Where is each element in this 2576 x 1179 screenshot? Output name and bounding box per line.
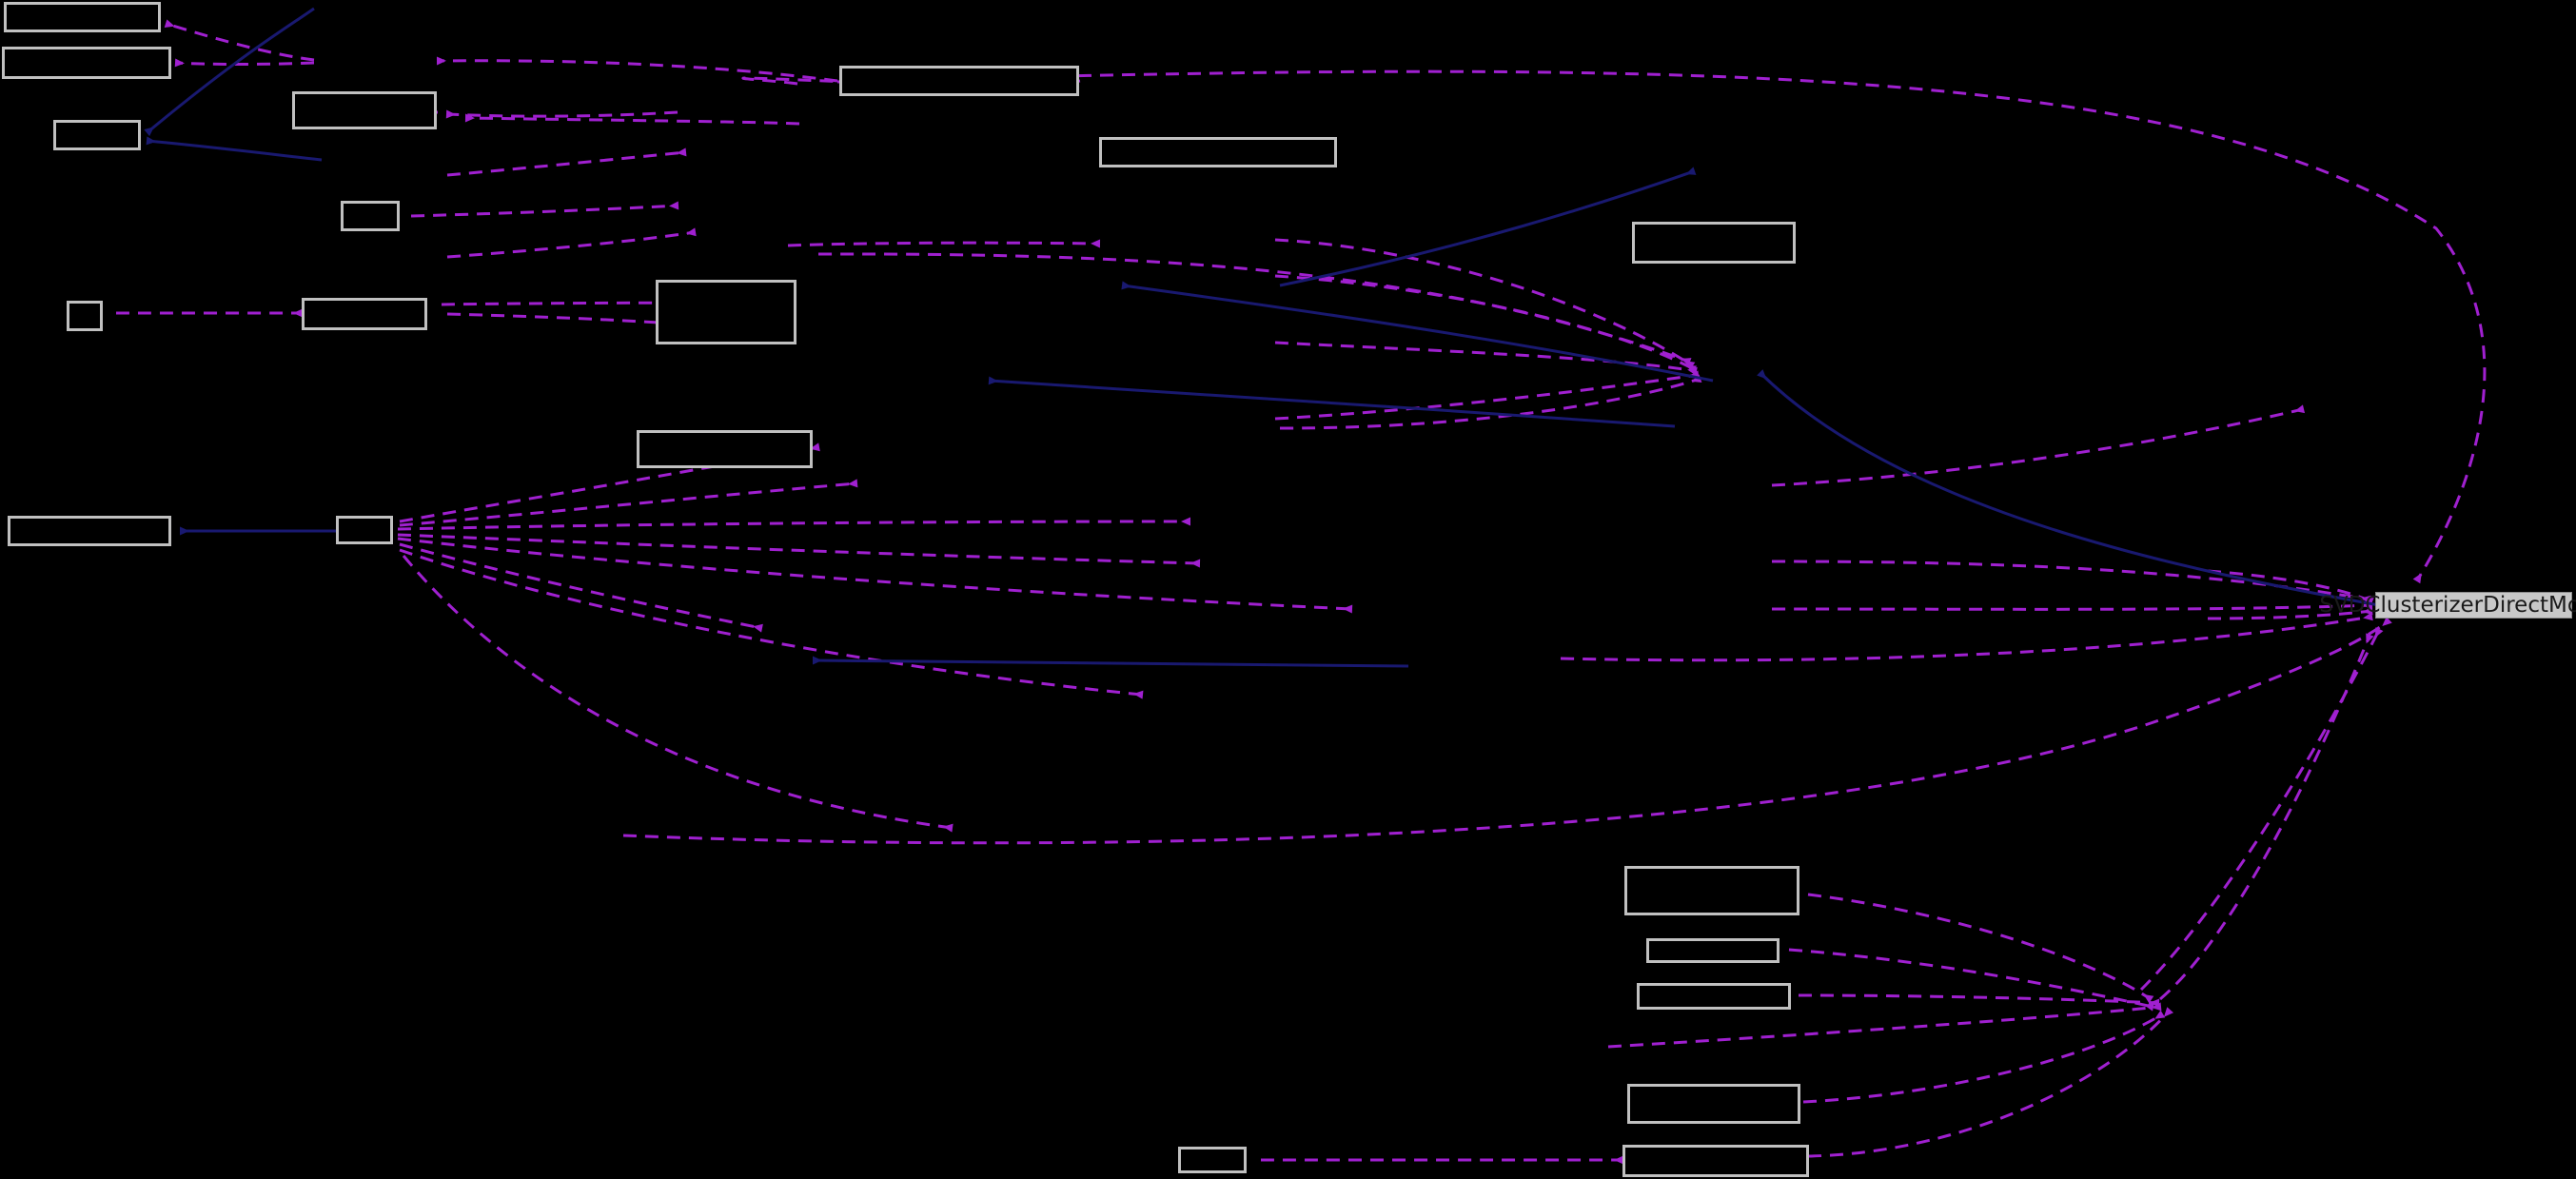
call-edges (116, 19, 2487, 1165)
graph-node[interactable] (1646, 938, 1780, 963)
graph-node[interactable] (67, 301, 103, 331)
graph-node[interactable] (2, 47, 171, 79)
graph-node[interactable] (53, 120, 141, 150)
graph-node[interactable] (8, 516, 171, 546)
inherit-edges (144, 7, 2380, 668)
graph-node[interactable] (1637, 983, 1791, 1010)
graph-node[interactable] (637, 430, 813, 468)
graph-node[interactable] (1627, 1084, 1800, 1124)
graph-node[interactable] (292, 91, 437, 129)
graph-node[interactable] (341, 201, 400, 231)
graph-node[interactable] (1099, 137, 1337, 167)
graph-node[interactable] (839, 66, 1079, 96)
focus-node[interactable]: SVDClusterizerDirectModule (2319, 592, 2576, 619)
graph-node[interactable] (1632, 222, 1796, 264)
focus-node-label: SVDClusterizerDirectModule (2319, 592, 2576, 618)
graph-node[interactable] (1178, 1147, 1247, 1173)
graph-node[interactable] (656, 280, 796, 344)
graph-node[interactable] (1622, 1145, 1809, 1177)
graph-node[interactable] (1624, 866, 1799, 915)
graph-node[interactable] (4, 2, 161, 32)
graph-node[interactable] (336, 516, 393, 544)
graph-node[interactable] (302, 298, 427, 330)
